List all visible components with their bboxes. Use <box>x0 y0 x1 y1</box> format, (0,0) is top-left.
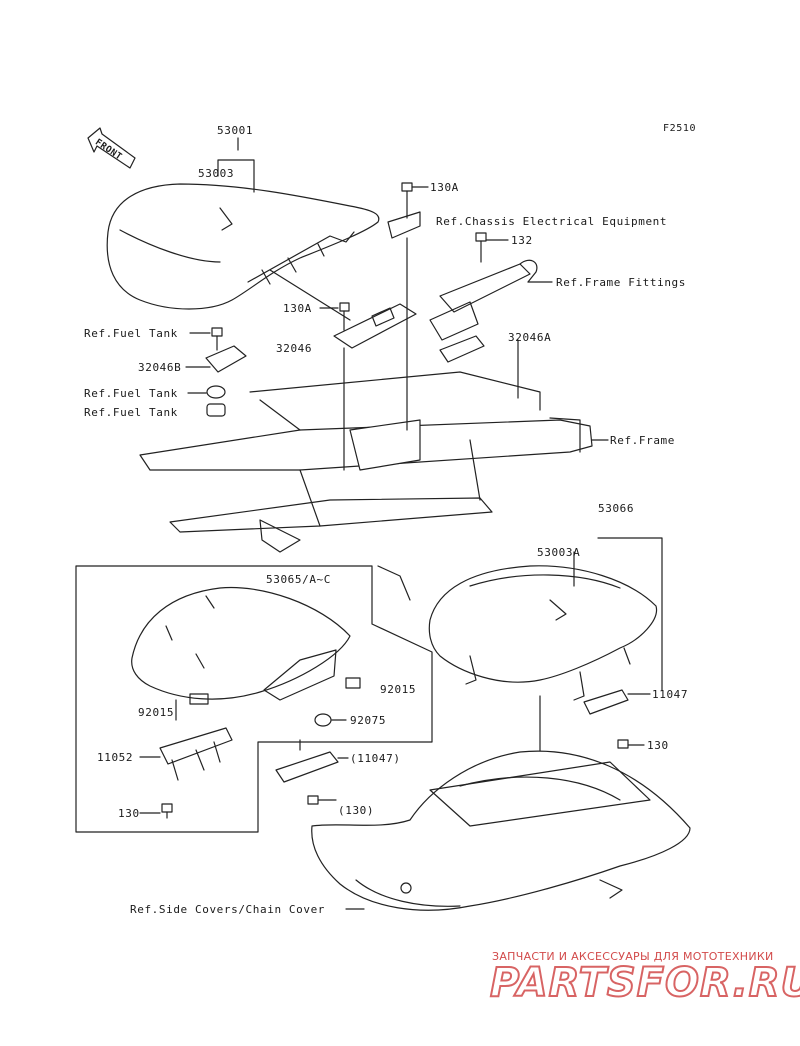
label-ref-chassis-electrical: Ref.Chassis Electrical Equipment <box>436 215 668 228</box>
bracket-11052 <box>159 727 233 819</box>
label-ref-fuel-tank-3: Ref.Fuel Tank <box>84 406 178 419</box>
label-32046: 32046 <box>276 342 313 355</box>
label-130a-mid: 130A <box>283 302 312 315</box>
assembly-leaders <box>269 237 519 471</box>
tail-cover <box>311 750 691 911</box>
bolt-130a-top <box>387 182 421 239</box>
label-92075: 92075 <box>350 714 387 727</box>
leader-53066 <box>573 537 663 691</box>
label-ref-side-covers: Ref.Side Covers/Chain Cover <box>130 903 326 916</box>
label-32046a: 32046A <box>508 331 552 344</box>
label-ref-fuel-tank-1: Ref.Fuel Tank <box>84 327 178 340</box>
solo-cowl-53066 <box>428 565 658 749</box>
label-53001: 53001 <box>217 124 254 137</box>
label-53003: 53003 <box>198 167 235 180</box>
pillion-kit-frame <box>75 565 433 833</box>
label-ref-frame-fittings: Ref.Frame Fittings <box>556 276 687 289</box>
bracket-32046 <box>333 302 417 349</box>
rider-seat-53001 <box>106 183 380 310</box>
rear-frame <box>139 371 593 553</box>
label-53003a: 53003A <box>537 546 581 559</box>
label-ref-frame: Ref.Frame <box>610 434 676 447</box>
label-11047-paren: (11047) <box>350 752 401 765</box>
label-11052: 11052 <box>97 751 134 764</box>
watermark-caption: ЗАПЧАСТИ И АКСЕССУАРЫ ДЛЯ МОТОТЕХНИКИ <box>492 950 774 963</box>
bracket-11047-pillion <box>275 739 349 805</box>
label-ref-fuel-tank-2: Ref.Fuel Tank <box>84 387 178 400</box>
label-92015-left: 92015 <box>138 706 175 719</box>
label-92015-right: 92015 <box>380 683 417 696</box>
label-53066: 53066 <box>598 502 635 515</box>
grommet-92075 <box>314 713 347 727</box>
watermark-brand: PARTSFOR.RU <box>489 960 800 1006</box>
label-130-left: 130 <box>118 807 140 820</box>
seat-cover-53065 <box>131 586 361 705</box>
figure-code: F2510 <box>663 123 697 134</box>
label-130-right: 130 <box>647 739 669 752</box>
label-130a-top: 130A <box>430 181 459 194</box>
label-132: 132 <box>511 234 533 247</box>
leader-53001 <box>217 137 255 193</box>
fuel-tank-hardware <box>205 327 247 417</box>
label-53065: 53065/A~C <box>266 573 332 586</box>
front-arrow-icon <box>87 127 136 169</box>
bracket-32046a-assembly <box>429 232 538 363</box>
label-130-paren: (130) <box>338 804 375 817</box>
label-11047-right: 11047 <box>652 688 689 701</box>
leader-92015-right <box>377 565 411 601</box>
label-32046b: 32046B <box>138 361 182 374</box>
